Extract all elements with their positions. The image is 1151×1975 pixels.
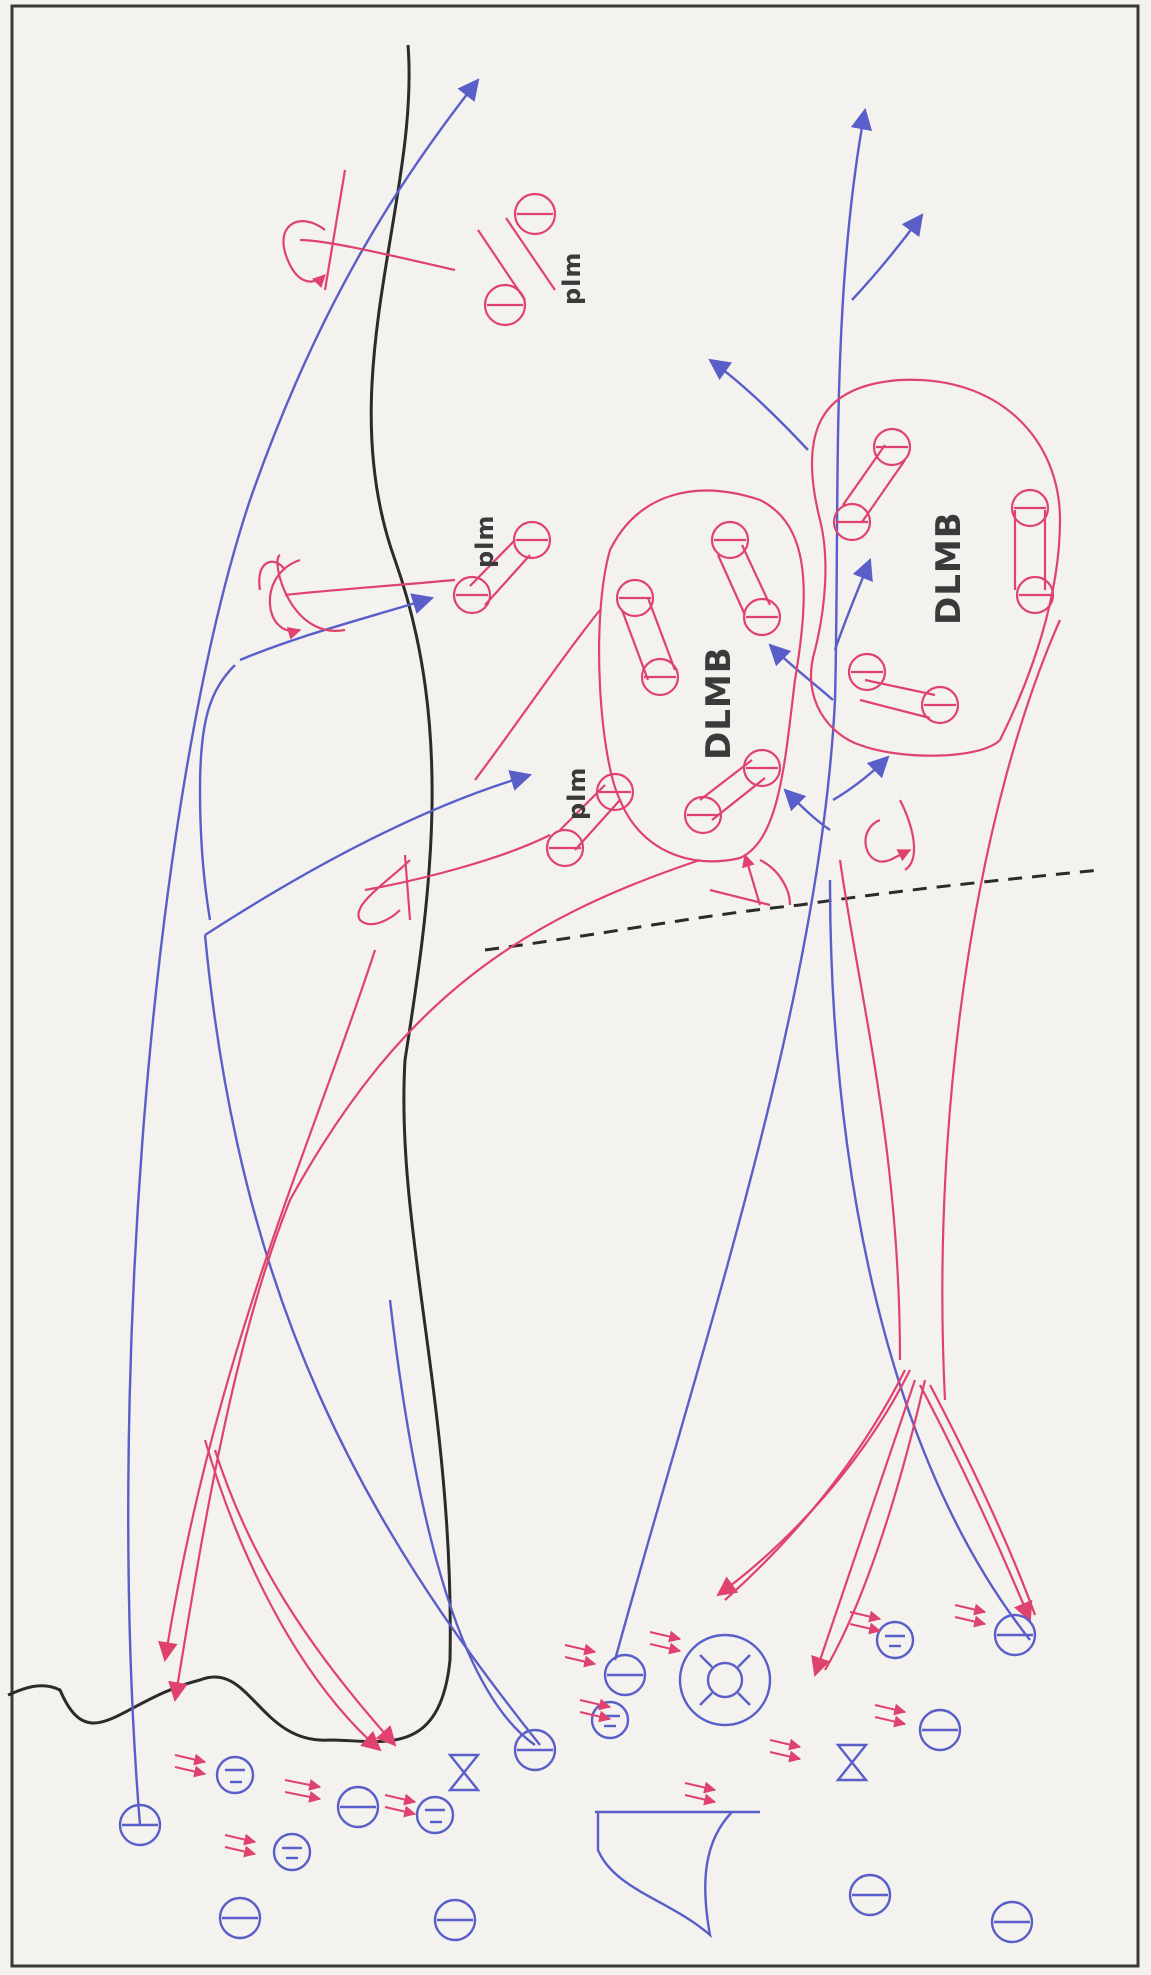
blue-neuron-circle [338,1787,378,1827]
blue-neuron-circle [217,1757,253,1793]
blue-neuron-circle [515,1730,555,1770]
label-dlmb-right: DLMB [929,511,969,625]
blue-neuron-circle [920,1710,960,1750]
blue-neuron-circle [992,1902,1032,1942]
bottom-cells [120,1615,1035,1942]
blue-neuron-circle [220,1898,260,1938]
large-ring-cell [680,1635,770,1725]
blue-neuron-circle [877,1622,913,1658]
label-plm-top: plm [558,252,586,305]
hourglass-cell [450,1755,478,1790]
label-plm-low: plm [563,767,591,820]
blue-neuron-circle [274,1834,310,1870]
red-pathways [165,170,1060,1750]
blue-neuron-circle [417,1797,453,1833]
blue-neuron-circle [850,1875,890,1915]
blue-neuron-circle [435,1900,475,1940]
stimulus-arrows [175,1605,985,1854]
blue-neuron-circle [605,1655,645,1695]
blue-neuron-circle [592,1702,628,1738]
label-dlmb-left: DLMB [699,646,739,760]
label-plm-mid: plm [471,515,499,568]
hourglass-cell [838,1745,866,1780]
response-curve [595,1812,760,1935]
